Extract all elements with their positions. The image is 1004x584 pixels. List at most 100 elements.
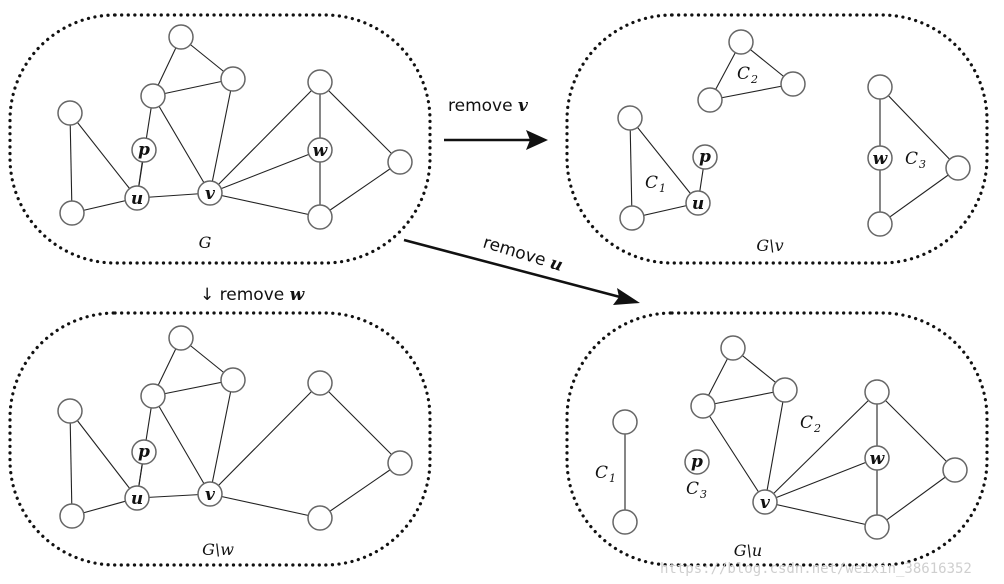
node <box>387 149 413 175</box>
node <box>619 205 645 231</box>
node-v <box>197 481 223 507</box>
arrow-remove-v-head <box>526 130 548 150</box>
graph-g-boundary <box>8 13 432 265</box>
node <box>612 509 638 535</box>
node-p <box>131 439 157 465</box>
component-c3-label: C3 <box>686 479 707 501</box>
node <box>728 29 754 55</box>
component-c1-subscript: 1 <box>609 472 616 485</box>
node-w-label: w <box>873 149 889 169</box>
component-c2-subscript: 2 <box>750 73 758 86</box>
node-w-label: w <box>870 449 886 469</box>
node-w <box>867 145 893 171</box>
node <box>867 211 893 237</box>
node <box>307 505 333 531</box>
node <box>945 155 971 181</box>
node <box>307 69 333 95</box>
arrow-remove-w-prefix: ↓ <box>200 285 220 305</box>
node <box>168 24 194 50</box>
arrow-remove-v-var: v <box>518 96 529 116</box>
component-c1-subscript: 1 <box>659 182 666 195</box>
node <box>772 377 798 403</box>
node-u <box>124 485 150 511</box>
graph-g-minus-u-label: G\u <box>734 541 762 560</box>
node <box>59 503 85 529</box>
component-c2-subscript: 2 <box>813 422 821 435</box>
node-w <box>307 137 333 163</box>
graph-g-minus-w-boundary <box>8 311 432 567</box>
node-p-label: p <box>699 147 711 167</box>
node-p-label: p <box>138 140 150 160</box>
arrow-remove-u-text: remove <box>481 233 554 273</box>
component-c2-label: C2 <box>800 413 821 435</box>
arrow-remove-u: remove u <box>403 233 640 305</box>
node <box>690 393 716 419</box>
arrow-remove-v-label: remove v <box>448 96 529 116</box>
node <box>220 367 246 393</box>
component-c3-subscript: 3 <box>919 158 926 171</box>
graph-g-label: G <box>199 233 212 252</box>
component-c3-subscript: 3 <box>700 488 707 501</box>
node <box>307 204 333 230</box>
graph-g-minus-v: p u w C2 C1 C3 G\v <box>565 13 989 265</box>
arrow-remove-w: ↓ remove w <box>200 285 306 305</box>
node <box>864 514 890 540</box>
arrow-remove-v: remove v <box>444 96 548 150</box>
node <box>220 66 246 92</box>
arrow-remove-u-var: u <box>547 253 565 276</box>
arrow-remove-w-label: ↓ remove w <box>200 285 306 305</box>
arrow-remove-v-text: remove <box>448 96 518 116</box>
graph-g-minus-w: p u v G\w <box>8 311 432 567</box>
node <box>387 450 413 476</box>
node <box>720 335 746 361</box>
component-c2-letter: C <box>737 64 750 84</box>
component-c2-label: C2 <box>737 64 758 86</box>
node-v <box>752 489 778 515</box>
component-c1-label: C1 <box>595 463 616 485</box>
node-p-label: p <box>691 452 703 472</box>
arrow-remove-w-text: remove <box>220 285 290 305</box>
graph-g-minus-u-edges <box>624 347 956 528</box>
node <box>57 398 83 424</box>
node-v-label: v <box>760 493 771 513</box>
node <box>140 83 166 109</box>
node <box>697 87 723 113</box>
arrow-remove-w-var: w <box>290 285 306 305</box>
node-v <box>197 180 223 206</box>
node-w <box>864 445 890 471</box>
node <box>307 370 333 396</box>
node <box>942 457 968 483</box>
node <box>59 200 85 226</box>
graph-g-minus-w-edges <box>69 337 401 519</box>
component-c3-label: C3 <box>905 149 926 171</box>
node-v-label: v <box>205 184 216 204</box>
node <box>140 383 166 409</box>
node <box>617 105 643 131</box>
node-v-label: v <box>205 485 216 505</box>
arrow-remove-u-head <box>613 288 640 305</box>
node-u <box>685 190 711 216</box>
node <box>864 379 890 405</box>
node <box>168 325 194 351</box>
node-p-label: p <box>138 442 150 462</box>
arrow-remove-u-label: remove u <box>481 233 566 276</box>
node <box>57 100 83 126</box>
node-p <box>692 144 718 170</box>
component-c2-letter: C <box>800 413 813 433</box>
node <box>612 409 638 435</box>
graph-g-minus-v-boundary <box>565 13 989 265</box>
component-c1-label: C1 <box>645 173 666 195</box>
graph-g-minus-u-boundary <box>565 311 989 567</box>
node-u-label: u <box>131 189 143 209</box>
node <box>867 74 893 100</box>
node-u <box>124 185 150 211</box>
graph-g-minus-v-label: G\v <box>756 236 783 255</box>
node-u-label: u <box>131 489 143 509</box>
component-c1-letter: C <box>645 173 658 193</box>
component-c3-letter: C <box>686 479 699 499</box>
component-c3-letter: C <box>905 149 918 169</box>
graph-g-minus-w-label: G\w <box>202 540 234 559</box>
node <box>780 71 806 97</box>
graph-g-edges <box>69 36 401 218</box>
